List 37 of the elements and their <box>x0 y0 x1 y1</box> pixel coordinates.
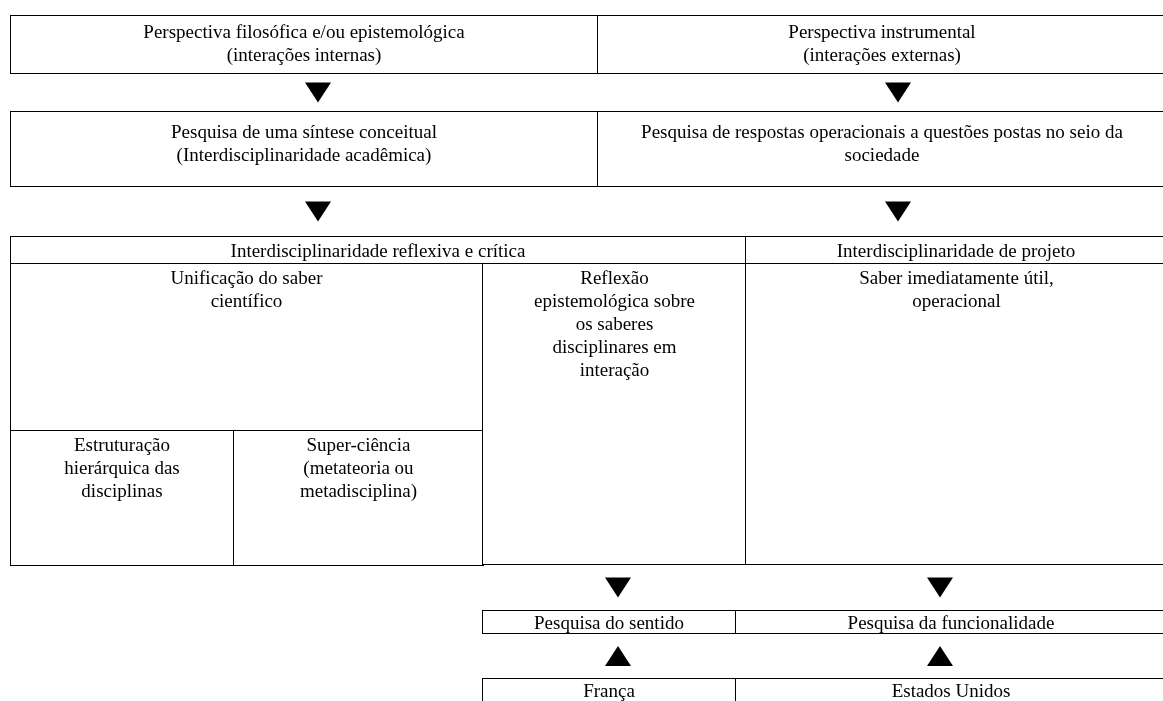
arrow <box>885 82 911 103</box>
cell-text: Estados Unidos <box>890 679 1012 701</box>
table-cell <box>10 236 746 564</box>
cell-text: Unificação do saber científico <box>169 266 324 312</box>
table-cell <box>597 111 1163 187</box>
arrow <box>305 82 331 103</box>
arrow <box>605 577 631 598</box>
table-cell <box>735 610 1163 634</box>
cell-text: Reflexão epistemológica sobre os saberes disciplinares em interação <box>533 266 696 381</box>
cell-text: (Interdisciplinaridade acadêmica) <box>175 143 433 166</box>
arrow <box>927 577 953 598</box>
cell-text: (interações externas) <box>802 43 962 66</box>
cell-text: Interdisciplinaridade de projeto <box>835 239 1077 262</box>
cell-text: Perspectiva filosófica e/ou epistemológica <box>142 20 466 43</box>
cell-text: Pesquisa do sentido <box>533 611 685 634</box>
table-cell <box>482 610 736 634</box>
cell-text: (interações internas) <box>225 43 383 66</box>
table-cell <box>482 263 747 565</box>
table-cell <box>10 430 234 566</box>
cell-text: Saber imediatamente útil, operacional <box>858 266 1055 312</box>
table-cell <box>10 111 598 187</box>
table-cell <box>597 15 1163 74</box>
cell-text: Pesquisa de respostas operacionais a questões postas no seio da sociedade <box>640 120 1124 166</box>
arrow <box>605 646 631 666</box>
cell-text: Pesquisa da funcionalidade <box>846 611 1056 634</box>
cell-text: Super-ciência (metateoria ou metadisciplina) <box>298 433 419 502</box>
cell-text: Perspectiva instrumental <box>787 20 977 43</box>
table-cell <box>10 263 483 565</box>
arrow <box>927 646 953 666</box>
cell-text: França <box>582 679 636 701</box>
cell-text: Interdisciplinaridade reflexiva e crítica <box>229 239 527 262</box>
cell-text: Pesquisa de uma síntese conceitual <box>170 120 438 143</box>
arrow <box>305 201 331 222</box>
table-cell <box>233 430 484 566</box>
arrow <box>885 201 911 222</box>
table-cell <box>10 15 598 74</box>
cell-text: Estruturação hierárquica das disciplinas <box>63 433 181 502</box>
